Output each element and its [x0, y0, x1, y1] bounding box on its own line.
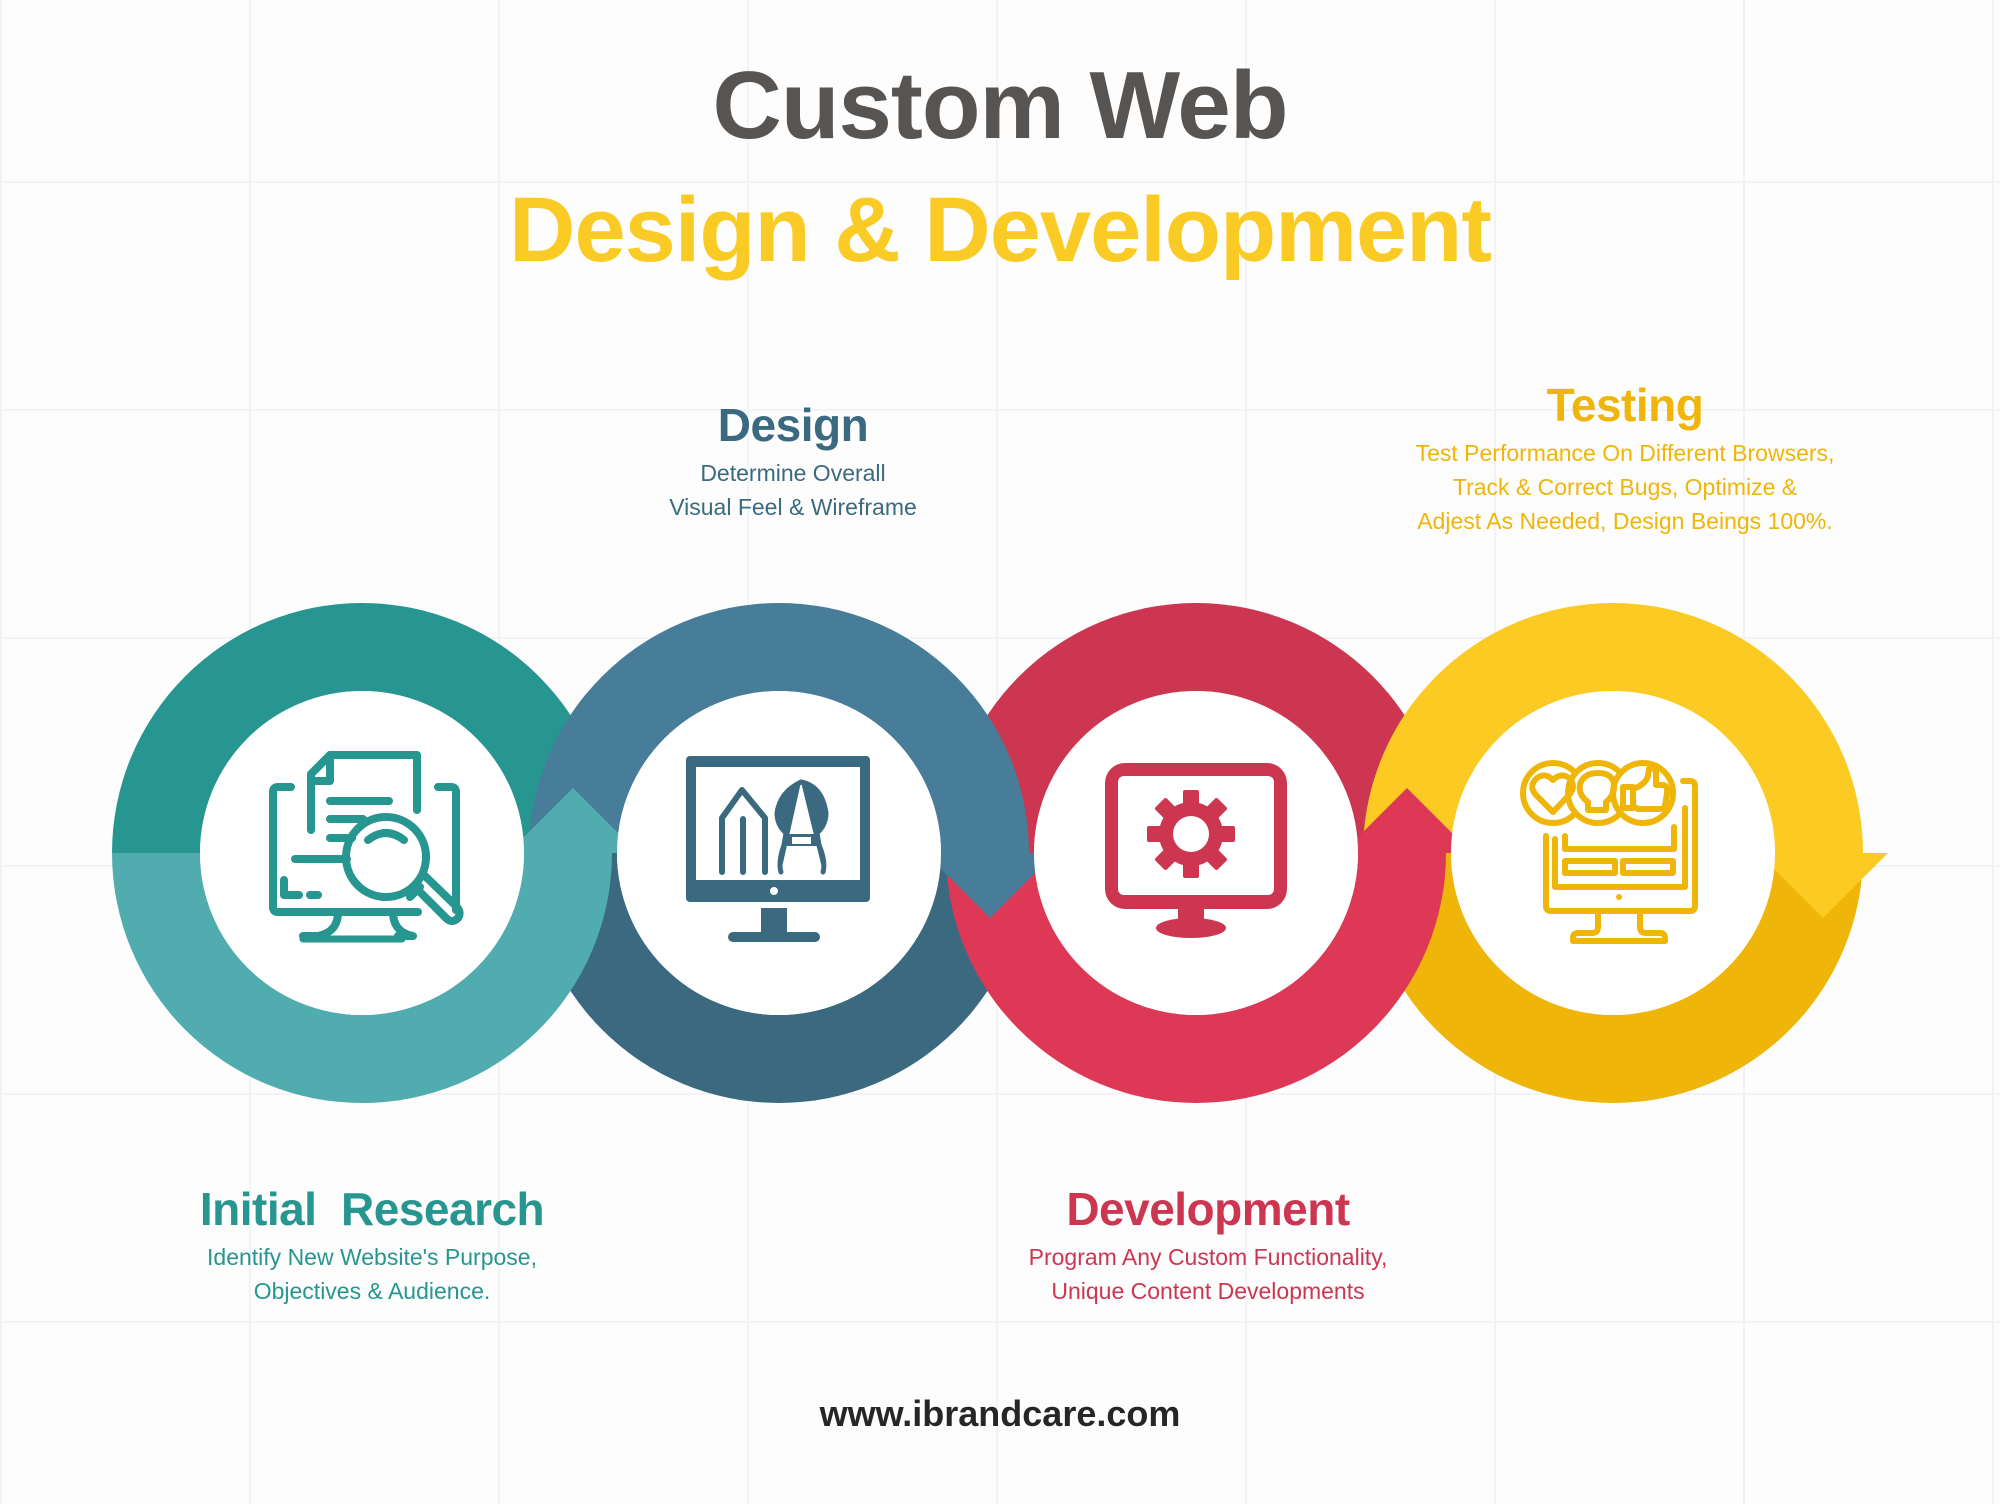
step-design-desc-line-2: Visual Feel & Wireframe	[669, 494, 917, 520]
step-design-desc-line-1: Determine Overall	[700, 460, 886, 486]
step-development-desc-line-2: Unique Content Developments	[1051, 1278, 1365, 1304]
design-tools-monitor-icon	[686, 756, 870, 942]
step-design-title: Design	[717, 399, 869, 451]
ring-development	[946, 603, 1446, 1103]
website-url: www.ibrandcare.com	[819, 1393, 1181, 1434]
document-search-monitor-icon	[269, 751, 464, 943]
arrow-up-development	[1342, 788, 1472, 853]
step-development: Development Program Any Custom Functiona…	[1029, 1186, 1388, 1308]
ring-initial-research	[112, 603, 612, 1103]
ring-design	[529, 603, 1029, 1103]
step-initial-research-desc-line-2: Objectives & Audience.	[253, 1278, 491, 1304]
gear-monitor-icon	[1105, 763, 1287, 938]
step-initial-research: Initial Research Identify New Website's …	[199, 1183, 545, 1308]
step-initial-research-desc-line-1: Identify New Website's Purpose,	[207, 1244, 537, 1270]
step-development-desc-line-1: Program Any Custom Functionality,	[1028, 1244, 1388, 1270]
arrow-up-initial-research	[508, 788, 638, 853]
step-initial-research-title: Initial Research	[199, 1183, 545, 1235]
ring-testing	[1363, 603, 1888, 1103]
step-testing-title: Testing	[1546, 379, 1704, 431]
step-testing-desc-line-1: Test Performance On Different Browsers,	[1415, 440, 1835, 466]
title-line-2: Design & Development	[509, 179, 1492, 281]
step-testing: Testing Test Performance On Different Br…	[1416, 382, 1835, 538]
step-testing-desc-line-3: Adjest As Needed, Design Beings 100%.	[1417, 508, 1833, 534]
arrow-down-testing	[1758, 853, 1888, 918]
step-testing-desc-line-2: Track & Correct Bugs, Optimize &	[1452, 474, 1798, 500]
arrow-down-design	[925, 853, 1055, 918]
title-line-1: Custom Web	[712, 52, 1289, 159]
feedback-monitor-icon	[1520, 760, 1698, 944]
step-development-title: Development	[1066, 1183, 1350, 1235]
step-design: Design Determine Overall Visual Feel & W…	[669, 402, 917, 524]
